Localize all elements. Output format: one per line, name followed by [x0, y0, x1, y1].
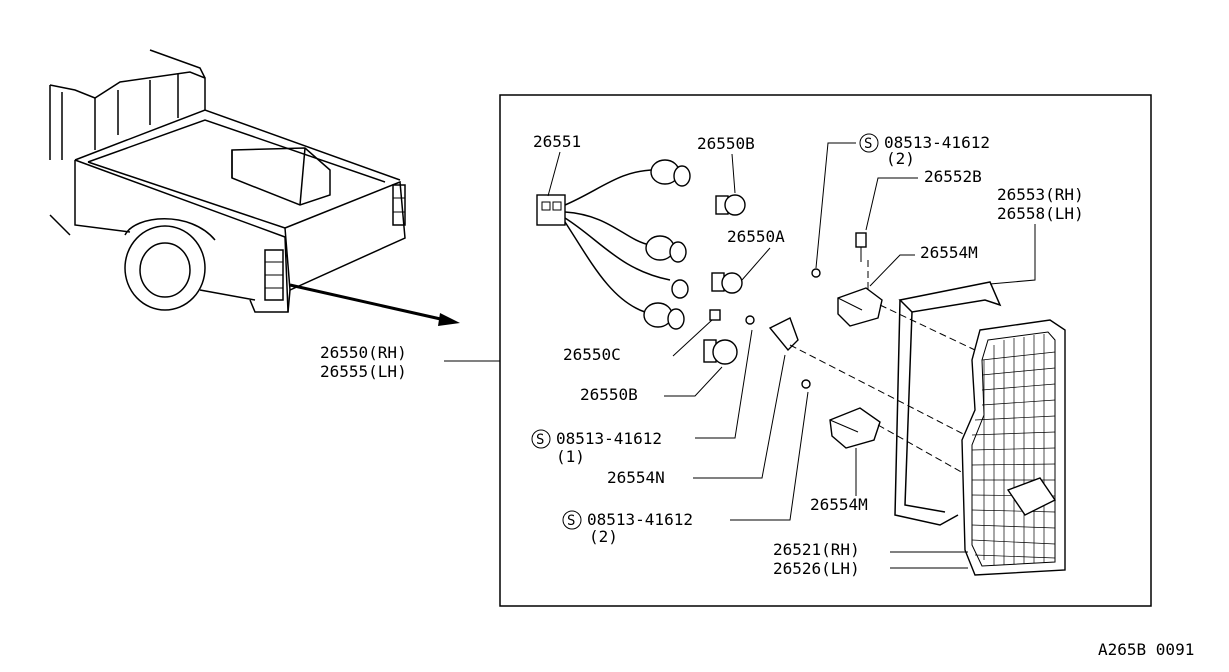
screw-mid-callout: S 08513-41612 (1) — [531, 329, 753, 466]
bulb-26550b-top — [715, 194, 746, 216]
bulb-b-top-label: 26550B — [697, 134, 755, 153]
screw-top-qty: (2) — [886, 149, 915, 168]
truck-illustration — [49, 49, 460, 326]
bracket-26554m-top — [837, 287, 883, 327]
harness-26551 — [536, 159, 691, 330]
screw-bottom-label: 08513-41612 — [587, 510, 693, 529]
nut-26552b — [855, 232, 867, 262]
lamp-body-lh-label: 26558(LH) — [997, 204, 1084, 223]
bracket-n-label: 26554N — [607, 468, 665, 487]
bulb-26550a — [711, 272, 743, 294]
lens-26521 — [961, 319, 1066, 576]
bulb-26550c — [709, 309, 721, 321]
bracket-26554n — [768, 317, 799, 352]
harness-label: 26551 — [533, 132, 581, 151]
bracket-26554m-bottom — [829, 407, 881, 449]
lens-lh-label: 26526(LH) — [773, 559, 860, 578]
screw-mid-qty: (1) — [556, 447, 585, 466]
bracket-m-top-label: 26554M — [920, 243, 978, 262]
lamp-body-rh-label: 26553(RH) — [997, 185, 1084, 204]
screw-top-callout: S 08513-41612 (2) — [815, 133, 990, 269]
screw-symbol-bottom: S — [567, 513, 575, 529]
bulb-c-label: 26550C — [563, 345, 621, 364]
lens-rh-label: 26521(RH) — [773, 540, 860, 559]
screw-symbol-top: S — [864, 136, 872, 152]
bulb-b-bottom-label: 26550B — [580, 385, 638, 404]
assy-lh-label: 26555(LH) — [320, 362, 407, 381]
nut-label: 26552B — [924, 167, 982, 186]
exploded-view-frame — [499, 94, 1152, 607]
assy-rh-label: 26550(RH) — [320, 343, 407, 362]
screw-top-label: 08513-41612 — [884, 133, 990, 152]
lamp-body-gasket — [894, 281, 1002, 526]
screw-mid-label: 08513-41612 — [556, 429, 662, 448]
screw-bottom-callout: S 08513-41612 (2) — [562, 391, 809, 546]
bulb-a-label: 26550A — [727, 227, 785, 246]
figure-code: A265B 0091 — [1098, 640, 1194, 659]
bracket-m-bottom-label: 26554M — [810, 495, 868, 514]
bulb-26550b-bottom — [703, 339, 738, 365]
screw-bottom-qty: (2) — [589, 527, 618, 546]
screw-symbol-mid: S — [536, 432, 544, 448]
